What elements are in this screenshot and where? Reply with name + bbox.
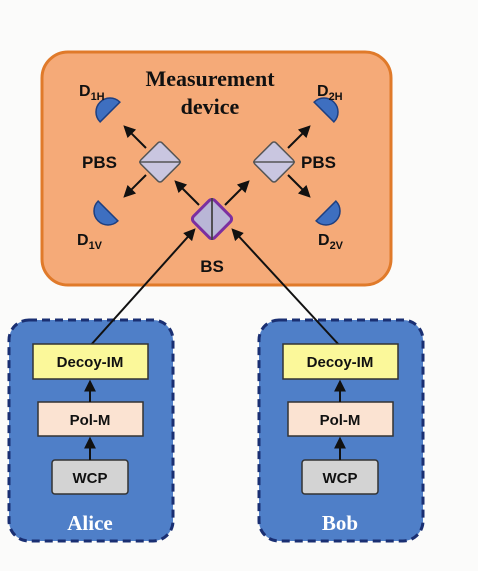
beam-bs-to-left-pbs	[174, 180, 200, 206]
detector-d2v-label: D2V	[318, 232, 344, 252]
bs-label: BS	[200, 257, 224, 276]
bob-decoy-im-box	[282, 343, 399, 380]
alice-wcp-label: WCP	[73, 470, 108, 487]
bob-pol-m-label: Pol-M	[320, 412, 361, 429]
alice-decoy-im-box	[32, 343, 149, 380]
measurement-title-line2: device	[181, 94, 240, 119]
bob-decoy-im-label: Decoy-IM	[307, 354, 374, 371]
bob-label: Bob	[322, 511, 358, 535]
pbs-right-icon	[253, 141, 295, 183]
beam-bob-to-bs	[231, 228, 341, 347]
pbs-left-label: PBS	[82, 153, 117, 172]
beam-left-pbs-to-d1h	[123, 125, 147, 149]
bob-pol-m-box	[287, 401, 394, 437]
beam-alice-to-bs	[89, 228, 196, 347]
alice-pol-m-label: Pol-M	[70, 412, 111, 429]
pbs-right-label: PBS	[301, 153, 336, 172]
bob-wcp-label: WCP	[323, 470, 358, 487]
detector-d2h-label: D2H	[317, 83, 343, 103]
alice-label: Alice	[67, 511, 112, 535]
bs-icon	[190, 197, 234, 241]
detector-d2h-icon	[313, 97, 339, 123]
pbs-left-icon	[139, 141, 181, 183]
detector-d1v-label: D1V	[77, 232, 103, 252]
beam-bs-to-right-pbs	[224, 180, 250, 206]
alice-decoy-im-label: Decoy-IM	[57, 354, 124, 371]
beam-right-pbs-to-d2v	[287, 174, 311, 198]
alice-pol-m-box	[37, 401, 144, 437]
detector-d2v-icon	[315, 200, 341, 226]
measurement-title-line1: Measurement	[145, 66, 275, 91]
measurement-device-box	[40, 50, 393, 287]
detector-d1h-label: D1H	[79, 83, 105, 103]
detector-d1h-icon	[95, 97, 121, 123]
detector-d1v-icon	[93, 200, 119, 226]
beam-right-pbs-to-d2h	[287, 125, 311, 149]
beam-left-pbs-to-d1v	[123, 174, 147, 198]
